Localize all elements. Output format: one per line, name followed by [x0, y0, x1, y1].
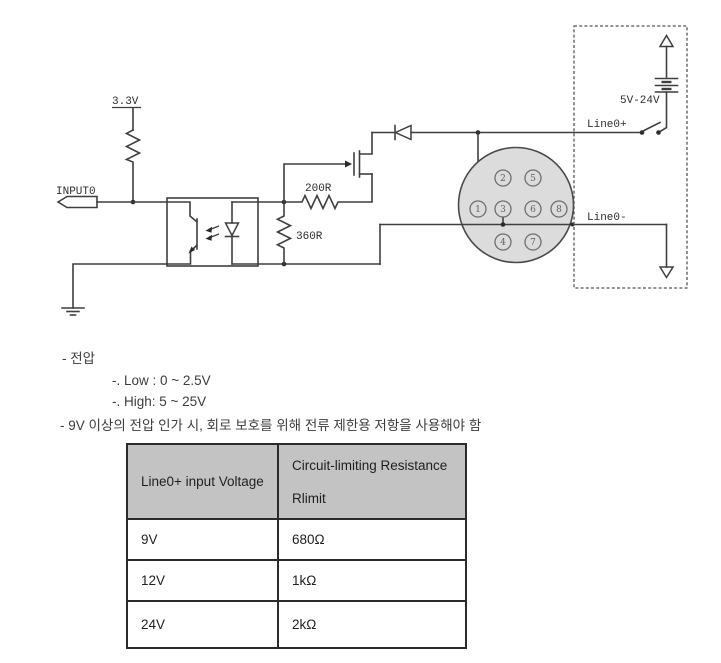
note-low-range: -. Low : 0 ~ 2.5V [112, 373, 211, 388]
r2-value-label: 360R [296, 231, 323, 243]
external-power-box: 5V-24V Line0+ Line0- [573, 25, 688, 289]
pullup-resistor [124, 128, 142, 203]
supply-net-label: 3.3V [112, 96, 139, 108]
mosfet [283, 131, 373, 203]
voltage-cell: 9V [126, 518, 279, 561]
connector-pin-5: 5 [524, 169, 542, 187]
switch [639, 121, 662, 135]
input-net: 3.3V INPUT0 [56, 96, 168, 316]
connector-pin-8: 8 [550, 200, 568, 218]
table-row: 24V 2kΩ [126, 600, 467, 649]
led-triangle [224, 222, 240, 238]
table-row: 9V 680Ω [126, 518, 467, 561]
resistance-cell: 2kΩ [277, 600, 467, 649]
gate-wire [283, 163, 346, 203]
dashed-boundary [573, 25, 688, 289]
circuit-schematic: 3.3V INPUT0 [56, 25, 688, 316]
note-high-range: -. High: 5 ~ 25V [112, 394, 207, 409]
circular-connector: 1 2 3 4 5 6 7 [379, 146, 668, 265]
connector-pin-6: 6 [524, 200, 542, 218]
connector-pin-3: 3 [494, 200, 512, 218]
connector-pin-4: 4 [494, 233, 512, 251]
input-net-label: INPUT0 [56, 186, 96, 198]
resistance-cell: 1kΩ [277, 559, 467, 602]
resistance-table: Line0+ input Voltage Circuit-limiting Re… [126, 443, 467, 649]
light-arrows [205, 225, 220, 241]
header-input-voltage: Line0+ input Voltage [126, 443, 279, 520]
table-header-row: Line0+ input Voltage Circuit-limiting Re… [126, 443, 467, 520]
header-line2: Rlimit [292, 490, 326, 506]
emitter-arrow [188, 246, 195, 254]
svg-text:4: 4 [500, 238, 506, 248]
drain-stub [358, 131, 373, 155]
up-arrow [658, 34, 675, 48]
down-arrow [658, 266, 675, 279]
drive-network: 200R 360R [275, 124, 643, 267]
svg-text:3: 3 [500, 205, 506, 215]
phototransistor-collector [166, 201, 199, 224]
note-resistor-warning: - 9V 이상의 전압 인가 시, 회로 보호를 위해 전류 제한용 저항을 사… [60, 418, 482, 433]
shunt-resistor-360r [275, 201, 293, 265]
svg-text:2: 2 [500, 174, 506, 184]
battery-symbol [654, 77, 679, 93]
header-line1: Circuit-limiting Resistance [292, 457, 448, 473]
connector-pin-7: 7 [524, 233, 542, 251]
resistance-cell: 680Ω [277, 518, 467, 561]
svg-text:8: 8 [556, 205, 562, 215]
svg-text:5: 5 [530, 174, 536, 184]
table-row: 12V 1kΩ [126, 559, 467, 602]
connector-pin-1: 1 [469, 200, 487, 218]
gate-arrow [345, 160, 352, 168]
note-voltage-title: - 전압 [62, 351, 96, 366]
junction-dot [500, 222, 506, 227]
voltage-cell: 12V [126, 559, 279, 602]
optocoupler-body [166, 197, 259, 267]
battery-bottom-wire [657, 91, 668, 134]
diode-triangle [393, 124, 412, 141]
battery-voltage-label: 5V-24V [620, 95, 660, 107]
voltage-cell: 24V [126, 600, 279, 649]
line0-minus-label: Line0- [587, 212, 627, 224]
header-limiting-resistance: Circuit-limiting Resistance Rlimit [277, 443, 467, 520]
ground-wire [72, 263, 168, 309]
svg-text:6: 6 [530, 205, 536, 215]
switch-blade [641, 121, 662, 133]
r1-value-label: 200R [305, 183, 332, 195]
svg-text:1: 1 [475, 205, 481, 215]
connector-body [457, 146, 575, 264]
svg-text:7: 7 [530, 238, 536, 248]
phototransistor-emitter [166, 243, 199, 265]
line0-plus-label: Line0+ [587, 119, 627, 131]
input-port-flag [56, 195, 98, 209]
optocoupler [166, 197, 381, 267]
series-resistor-200r [283, 173, 373, 211]
diode [371, 124, 643, 141]
ground-symbol [61, 307, 85, 316]
connector-pin-2: 2 [494, 169, 512, 187]
